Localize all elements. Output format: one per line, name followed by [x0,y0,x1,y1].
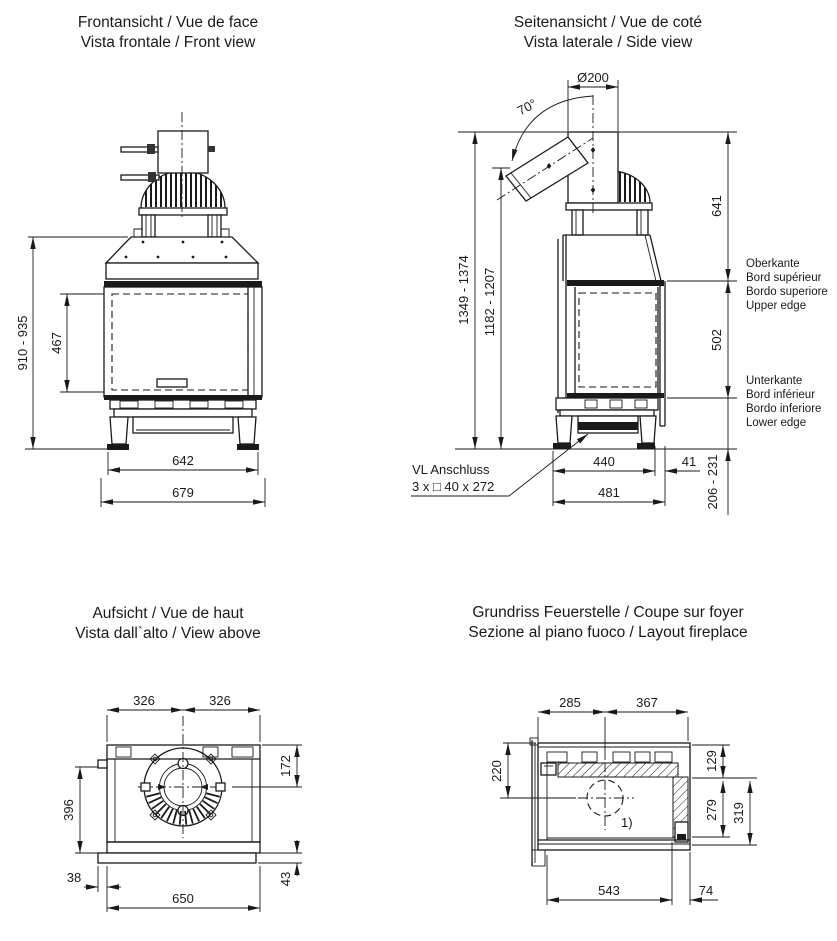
dim-base-depth: 440 [593,454,615,469]
dim-right-half-layout: 367 [636,695,658,710]
vl-label-line2: 3 x □ 40 x 272 [412,479,494,494]
pipe-tab [208,146,215,152]
base-drawer [132,416,234,434]
upper-edge-label-fr: Bord supérieur [746,272,822,284]
lower-edge-labels: Unterkante Bord inférieur Bordo inferior… [746,375,821,429]
left-tab [97,759,108,769]
rear-wall-section [557,762,679,778]
convection-air-connection [578,422,638,430]
front-view-drawing: 910 - 935 467 642 679 [15,112,266,507]
lower-edge-label-fr: Bord inférieur [746,389,815,401]
side-door-glass [578,292,657,388]
dim-door-height: 467 [49,332,64,354]
dim-total-height-range: 1349 - 1374 [456,255,471,324]
upper-edge-labels: Oberkante Bord supérieur Bordo superiore… [746,258,828,312]
lower-edge-label-it: Bordo inferiore [746,403,821,415]
front-view-title-line2: Vista frontale / Front view [81,34,256,51]
dim-flue-angle: 70° [515,96,539,118]
dim-door-height-side: 502 [709,329,724,351]
base-and-legs [107,399,259,450]
top-dome-flange [138,716,228,838]
dome-base-plate [138,207,228,216]
side-hood-body [557,234,666,427]
door-glass [111,293,249,391]
wall-rod-upper [120,146,159,153]
left-foot [107,444,129,450]
dim-inner-depth: 319 [731,802,746,824]
dim-total-height: 910 - 935 [15,316,30,371]
upper-edge-label-en: Upper edge [746,300,806,312]
dim-flue-height: 641 [709,195,724,217]
connection-markers [546,147,596,193]
angle-arc [511,95,594,162]
dim-front-overhang: 43 [278,872,293,886]
wall-rod-lower [120,174,160,181]
dim-lower-edge-height: 206 - 231 [705,455,720,510]
upper-edge-label-it: Bordo superiore [746,286,828,298]
dim-side-depth: 396 [61,799,76,821]
top-dimensions: 326 326 172 396 38 650 43 [61,693,302,912]
right-foot [237,444,259,450]
dim-rear-depth: 220 [489,760,504,782]
side-dome-posts [571,209,649,236]
dim-total-width: 679 [172,485,194,500]
lower-edge-label-en: Lower edge [746,417,806,429]
dim-left-half-layout: 285 [559,695,581,710]
dim-wall-depth: 129 [704,750,719,772]
dim-side-wall: 74 [699,883,713,898]
bolt-tabs [149,753,217,821]
note-marker: 1) [621,815,633,830]
flue-pipe [120,130,215,182]
dim-angled-outlet-height: 1182 - 1207 [482,268,497,336]
dim-flue-diameter: Ø200 [577,70,609,85]
layout-view-title-line2: Sezione al piano fuoco / Layout fireplac… [468,624,747,641]
dome-posts [133,214,230,238]
layout-view-drawing: 1) 285 367 220 129 279 319 [489,695,757,905]
layout-body: 1) [529,737,691,867]
top-body [97,744,261,864]
dim-firebox-depth: 279 [704,799,719,821]
dim-flue-offset: 172 [278,755,293,777]
layout-view-title-line1: Grundriss Feuerstelle / Coupe sur foyer [472,604,743,621]
dim-rear-offset: 41 [682,454,696,469]
left-leg [109,416,129,445]
front-view-title-line1: Frontansicht / Vue de face [78,14,258,31]
dim-total-depth: 481 [598,485,620,500]
side-view-title-line1: Seitenansicht / Vue de coté [514,14,702,31]
dim-right-half-top: 326 [209,693,231,708]
top-view-drawing: 326 326 172 396 38 650 43 [61,693,302,912]
door-handle [156,378,188,388]
side-view-title-line2: Vista laterale / Side view [524,34,693,51]
vl-leader [508,433,589,497]
upper-edge-label-de: Oberkante [746,258,800,270]
dim-base-width: 642 [172,453,194,468]
dim-left-overhang: 38 [67,870,81,885]
angled-flue-stub [505,136,589,202]
front-door-edge [97,852,257,864]
firebox-door [103,281,263,400]
side-base-legs [553,397,659,449]
dim-left-half-top: 326 [133,693,155,708]
lower-edge-label-de: Unterkante [746,375,802,387]
top-view-title-line2: Vista dall`alto / View above [75,625,261,642]
side-dome-base-plate [565,202,653,211]
left-duct-box [540,762,557,776]
side-dimensions: Ø200 1349 - 1374 1182 - 1207 641 502 206… [411,70,737,515]
dim-firebox-width: 543 [598,883,620,898]
dim-overall-width: 650 [172,891,194,906]
side-view-drawing: 70° [411,70,828,515]
angled-flue-centerline [496,137,594,201]
top-view-title-line1: Aufsicht / Vue de haut [92,605,244,622]
right-leg [237,416,257,445]
vl-label-line1: VL Anschluss [412,462,490,477]
front-dimensions: 910 - 935 467 642 679 [15,236,266,507]
layout-dimensions: 285 367 220 129 279 319 543 74 [489,695,757,905]
hood [104,236,260,280]
